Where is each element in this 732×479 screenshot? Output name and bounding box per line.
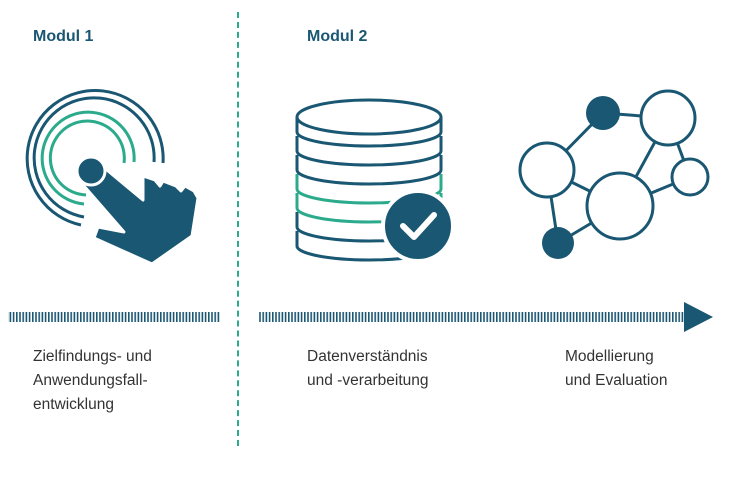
module-1-title: Modul 1: [33, 28, 94, 45]
timeline-segment-2: [258, 312, 684, 322]
step-1-label: Zielfindungs- und Anwendungsfall- entwic…: [33, 348, 152, 413]
timeline-segment-1: [8, 312, 220, 322]
step-2-label: Datenverständnis und -verarbeitung: [307, 348, 429, 389]
timeline: [8, 302, 713, 332]
module-2-title: Modul 2: [307, 28, 368, 45]
database-check-icon: [295, 98, 455, 263]
step-3-label: Modellierung und Evaluation: [565, 348, 668, 389]
module-divider: [237, 12, 239, 446]
arrow-head-icon: [684, 302, 713, 332]
touch-target-icon: [25, 89, 200, 266]
network-graph-icon: [518, 89, 710, 259]
